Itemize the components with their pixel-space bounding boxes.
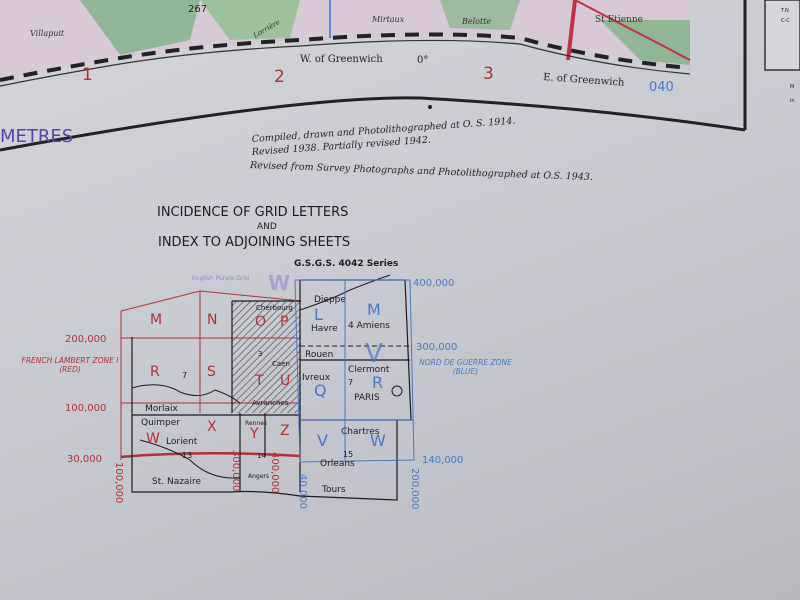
grid-letter-red: R	[150, 364, 160, 380]
index-title: INDEX TO ADJOINING SHEETS	[158, 235, 350, 250]
english-grid-label: English Purple Grid	[192, 275, 249, 282]
west-of-greenwich-label: W. of Greenwich	[300, 54, 383, 65]
sheet-number: 7	[348, 378, 353, 387]
bottom-tick: 200,000	[409, 468, 420, 509]
place-label: Cherbourg	[256, 304, 293, 312]
place-label: Clermont	[348, 365, 390, 375]
east-of-greenwich-label: E. of Greenwich	[543, 72, 626, 89]
bottom-tick: 400,000	[269, 452, 280, 493]
grid-letter-blue: V	[317, 431, 328, 450]
place-label: Villapuit	[30, 29, 65, 38]
grid-column-number: 1	[82, 65, 93, 85]
fold-dot	[428, 105, 432, 109]
place-label: Avranches	[252, 399, 289, 407]
series-label: G.S.G.S. 4042 Series	[294, 259, 398, 269]
index-title: INCIDENCE OF GRID LETTERS	[157, 205, 348, 220]
grid-letter-red: W	[146, 431, 160, 447]
place-label: Tours	[321, 485, 346, 495]
grid-column-number: 3	[483, 64, 494, 84]
left-tick: 100,000	[65, 403, 106, 414]
right-tick: 300,000	[416, 342, 457, 353]
place-label: Chartres	[341, 427, 380, 437]
grid-letter-red: S	[207, 364, 216, 380]
map-strip	[0, 0, 800, 152]
sheet-number: 15	[343, 450, 353, 459]
bottom-tick: 300,000	[230, 450, 241, 491]
place-label: Dieppe	[314, 295, 346, 305]
grid-letter-blue: Q	[314, 381, 327, 400]
place-label: Morlaix	[145, 404, 178, 414]
grid-letter-red: Z	[280, 423, 290, 439]
place-label: Rouen	[305, 350, 333, 360]
zero-meridian-label: 0°	[417, 55, 428, 66]
place-label: Rennes	[245, 420, 267, 427]
sheet-number: 14	[257, 452, 266, 460]
sheet-number: 13	[182, 451, 192, 460]
index-title: AND	[257, 222, 277, 232]
place-label: Mirtaux	[371, 15, 405, 24]
side-note: M	[790, 84, 794, 90]
side-note: C-C	[781, 18, 790, 24]
grid-letter-red: P	[280, 314, 288, 330]
sheet-number: 7	[182, 371, 187, 380]
grid-letter-blue: W	[370, 431, 386, 450]
credit-line: Revised from Survey Photographs and Phot…	[249, 160, 593, 183]
right-tick: 140,000	[422, 455, 463, 466]
metres-label: METRES	[0, 126, 73, 147]
spot-height: 267	[188, 4, 207, 15]
grid-letter-red: U	[280, 373, 290, 389]
left-tick: 30,000	[67, 454, 102, 465]
side-note: in	[790, 98, 795, 104]
side-note: T.N	[780, 8, 789, 14]
grid-column-number: 2	[274, 67, 285, 87]
place-label: 4 Amiens	[348, 321, 390, 331]
grid-letter-red: X	[207, 419, 217, 435]
left-tick: 200,000	[65, 334, 106, 345]
place-label: Havre	[311, 324, 338, 334]
place-label: St. Nazaire	[152, 477, 201, 487]
place-label: PARIS	[354, 393, 380, 403]
place-label: Caen	[272, 360, 290, 368]
grid-letter-red: O	[255, 314, 266, 330]
grid-letter-blue: R	[372, 373, 383, 392]
right-tick: 400,000	[413, 278, 454, 289]
place-label: Quimper	[141, 418, 180, 428]
grid-letter-blue: L	[314, 305, 323, 324]
place-label: St Etienne	[595, 15, 643, 25]
bottom-tick: 100,000	[113, 462, 124, 503]
grid-letter-red: N	[207, 312, 217, 328]
grid-letter-blue: M	[367, 300, 381, 319]
grid-reference: 040	[649, 80, 674, 95]
place-label: Ivreux	[302, 373, 331, 383]
grid-letter-red: M	[150, 312, 162, 328]
place-label: Lorient	[166, 437, 198, 447]
place-label: Belotte	[461, 17, 491, 26]
grid-letter-red: Y	[249, 426, 259, 442]
place-label: Angers	[248, 473, 269, 480]
index-diagram	[120, 274, 415, 501]
sheet-number: 3	[258, 350, 262, 358]
grid-letter-red: T	[254, 373, 264, 389]
french-lambert-label: FRENCH LAMBERT ZONE I (RED)	[21, 356, 119, 374]
nord-de-guerre-label: NORD DE GUERRE ZONE (BLUE)	[419, 358, 512, 376]
english-grid-letter: W	[268, 271, 290, 295]
bottom-tick: 40,000	[297, 474, 308, 509]
grid-letter-blue: V	[365, 339, 383, 369]
place-label: Orleans	[320, 459, 355, 469]
